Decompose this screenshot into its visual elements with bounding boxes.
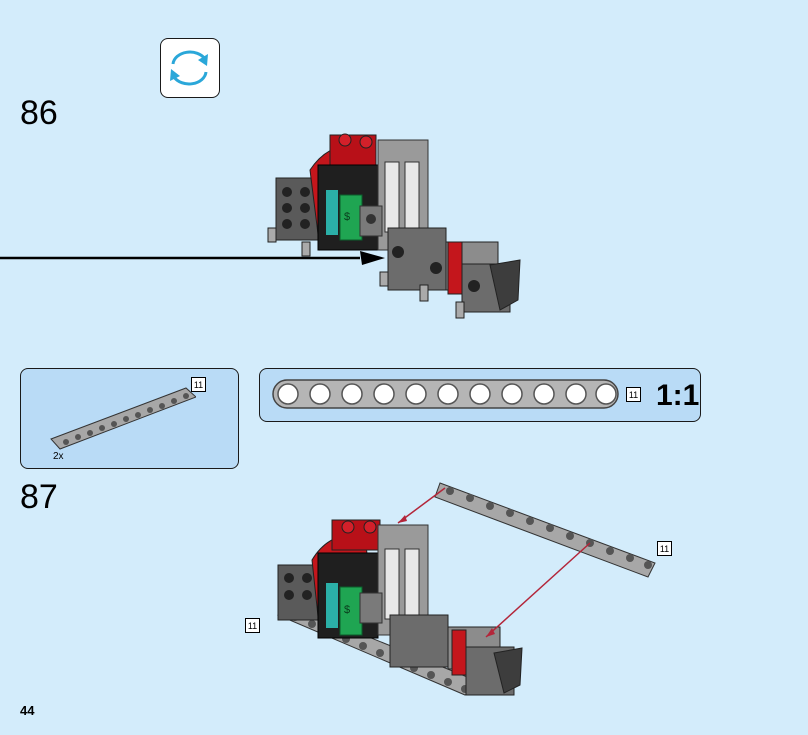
step-number: 86 <box>20 94 58 132</box>
pointer-line <box>485 542 591 638</box>
arrow-head-icon <box>360 251 385 265</box>
step86-model: $ <box>0 133 521 319</box>
step87-model: $ <box>277 482 656 696</box>
scale-length-tag: 11 <box>626 387 641 402</box>
part-length-tag: 11 <box>191 377 206 392</box>
rotate-model-callout <box>160 38 220 98</box>
scale-label: 1:1 <box>656 379 700 412</box>
technic-beam-part-image <box>50 387 196 450</box>
rotate-model-icon <box>170 50 208 86</box>
part-quantity: 2x <box>53 451 64 462</box>
page-number: 44 <box>20 703 35 718</box>
step-number: 87 <box>20 478 58 516</box>
arrow-head-icon <box>398 515 407 523</box>
svg-text:$: $ <box>344 211 350 223</box>
beam-length-tag: 11 <box>657 541 672 556</box>
beam-scale-image <box>272 379 619 409</box>
arrow-head-icon <box>486 628 495 637</box>
pointer-line <box>397 487 446 524</box>
beam-length-tag: 11 <box>245 618 260 633</box>
parts-callout: 11 2x <box>20 368 239 469</box>
svg-text:$: $ <box>344 604 350 616</box>
scale-callout: 11 1:1 <box>259 368 701 422</box>
